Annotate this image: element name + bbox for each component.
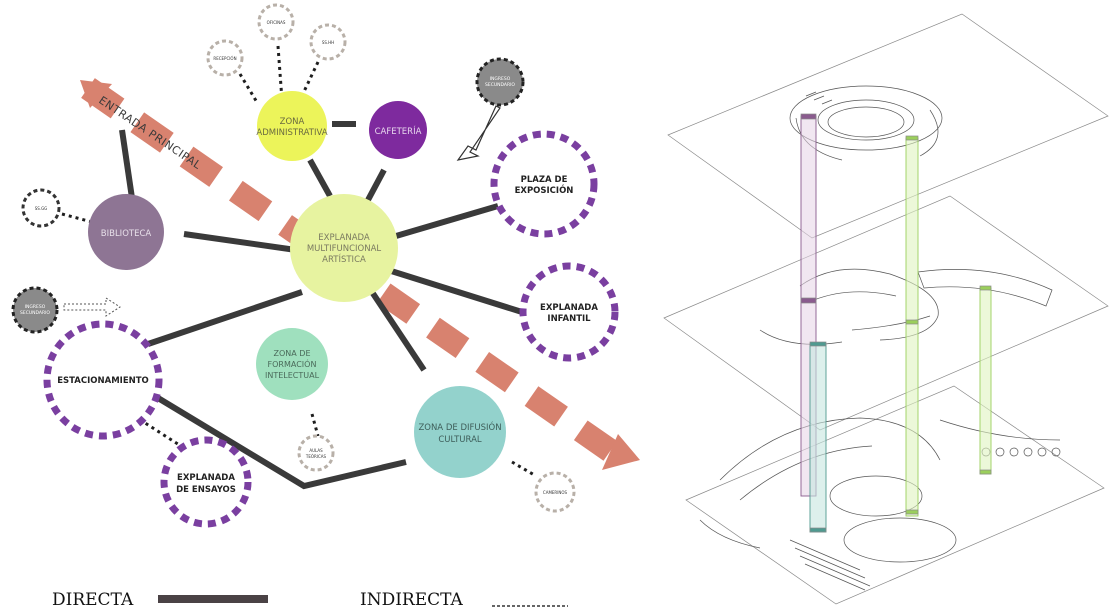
- label-zona-admin-1: ZONA: [280, 117, 305, 127]
- legend-directa-swatch: [158, 595, 268, 603]
- node-plaza-exposicion: PLAZA DE EXPOSICIÓN: [490, 130, 598, 238]
- entrance-label: ENTRADA PRINCIPAL: [96, 94, 204, 172]
- node-zona-difusion: ZONA DE DIFUSIÓN CULTURAL: [414, 386, 506, 478]
- label-ensayos-1: EXPLANADA: [177, 473, 235, 483]
- node-estacionamiento: ESTACIONAMIENTO: [43, 320, 163, 440]
- label-biblioteca: BIBLIOTECA: [101, 229, 152, 239]
- legend-indirecta-label: INDIRECTA: [360, 590, 464, 610]
- node-aulas: AULAS TEÓRICAS: [297, 434, 335, 472]
- label-zona-formacion-2: FORMACIÓN: [268, 358, 317, 369]
- axonometric-view: [663, 13, 1109, 605]
- legend: DIRECTA INDIRECTA: [52, 590, 568, 610]
- secondary-entrance-arrow-left: [63, 297, 121, 317]
- node-sshh: SS.HH: [309, 23, 347, 61]
- node-explanada-infantil: EXPLANADA INFANTIL: [519, 262, 619, 362]
- label-ensayos-2: DE ENSAYOS: [176, 485, 236, 495]
- label-aulas-2: TEÓRICAS: [305, 454, 327, 459]
- core-green: [905, 135, 919, 517]
- label-ssgg: SS.GG: [35, 206, 48, 211]
- node-zona-administrativa: ZONA ADMINISTRATIVA: [256, 91, 328, 161]
- label-oficinas: OFICINAS: [267, 20, 286, 25]
- label-cafeteria: CAFETERÍA: [375, 125, 422, 137]
- bubble-diagram: ENTRADA PRINCIPAL: [11, 3, 640, 528]
- node-explanada-ensayos: EXPLANADA DE ENSAYOS: [160, 436, 252, 528]
- label-ingreso-top-1: INGRESO: [490, 76, 511, 82]
- node-recepcion: RECEPCIÓN: [206, 39, 244, 77]
- node-zona-formacion: ZONA DE FORMACIÓN INTELECTUAL: [256, 328, 328, 400]
- label-ingreso-left-2: SECUNDARIO: [20, 310, 50, 316]
- label-recepcion: RECEPCIÓN: [213, 56, 236, 61]
- label-zona-formacion-1: ZONA DE: [274, 349, 311, 358]
- legend-directa-label: DIRECTA: [52, 590, 134, 610]
- label-camerinos: CAMERINOS: [543, 490, 568, 495]
- core-teal: [809, 341, 827, 533]
- ground-floor-plan: [699, 417, 1061, 591]
- label-aulas-1: AULAS: [309, 448, 323, 453]
- label-zona-formacion-3: INTELECTUAL: [265, 371, 320, 380]
- node-ingreso-left: INGRESO SECUNDARIO: [11, 286, 59, 334]
- label-zona-difusion-1: ZONA DE DIFUSIÓN: [418, 421, 501, 433]
- node-ssgg: SS.GG: [21, 188, 61, 228]
- label-zona-difusion-2: CULTURAL: [438, 435, 482, 445]
- label-zona-admin-2: ADMINISTRATIVA: [256, 128, 327, 138]
- floor-plate-top: [667, 13, 1109, 239]
- label-sshh: SS.HH: [322, 40, 334, 45]
- label-ingreso-left-1: INGRESO: [25, 304, 46, 310]
- label-infantil-2: INFANTIL: [547, 314, 591, 324]
- node-cafeteria: CAFETERÍA: [369, 101, 427, 159]
- secondary-entrance-arrow-top: [456, 105, 501, 161]
- label-plaza-2: EXPOSICIÓN: [515, 184, 574, 196]
- middle-floor-plan: [759, 268, 1053, 345]
- label-explanada-multi-1: EXPLANADA: [318, 233, 370, 243]
- node-explanada-multifuncional: EXPLANADA MULTIFUNCIONAL ARTÍSTICA: [290, 194, 398, 302]
- label-infantil-1: EXPLANADA: [540, 303, 598, 313]
- floor-plate-ground: [685, 385, 1105, 605]
- node-biblioteca: BIBLIOTECA: [88, 194, 164, 270]
- label-plaza-1: PLAZA DE: [521, 175, 568, 185]
- label-estacionamiento: ESTACIONAMIENTO: [57, 376, 149, 386]
- label-explanada-multi-3: ARTÍSTICA: [322, 253, 366, 265]
- node-camerinos: CAMERINOS: [534, 471, 576, 513]
- label-explanada-multi-2: MULTIFUNCIONAL: [307, 244, 382, 254]
- core-green-secondary: [979, 285, 992, 475]
- direct-connections: [119, 121, 523, 490]
- floor-plate-middle: [663, 195, 1109, 431]
- node-oficinas: OFICINAS: [257, 3, 295, 41]
- node-ingreso-top: INGRESO SECUNDARIO: [475, 57, 525, 107]
- label-ingreso-top-2: SECUNDARIO: [485, 82, 515, 88]
